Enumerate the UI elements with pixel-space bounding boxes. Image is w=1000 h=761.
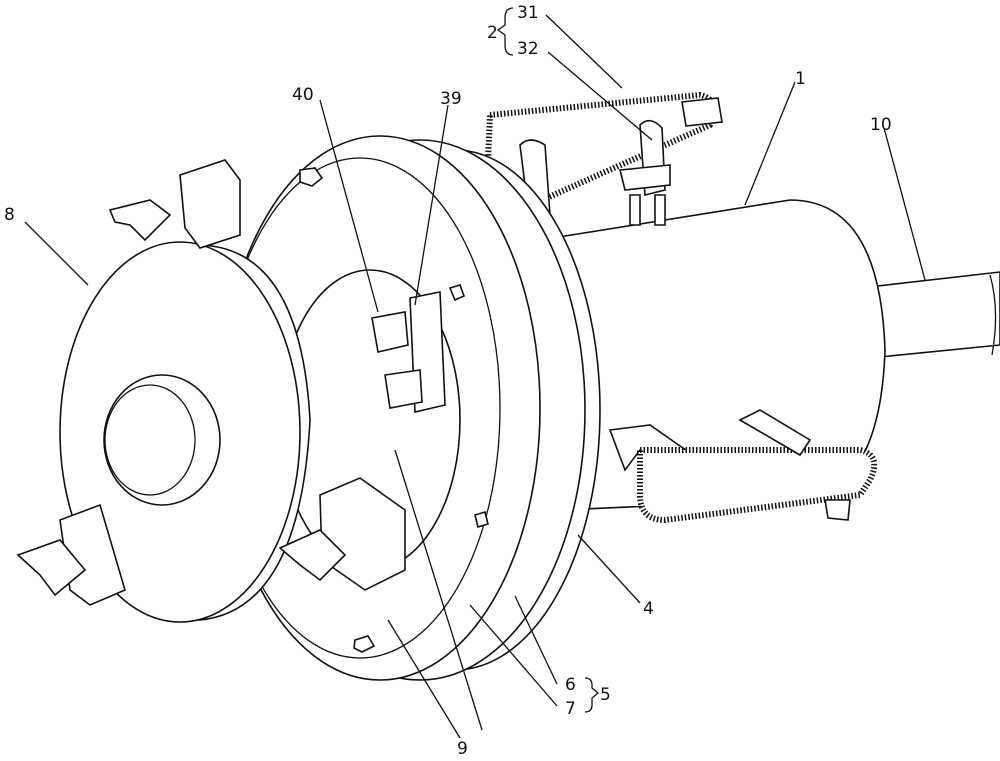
label-1: 1: [795, 69, 806, 89]
brush-block-top: [110, 160, 240, 248]
label-32: 32: [517, 39, 539, 59]
label-2: 2: [487, 23, 498, 43]
label-5: 5: [600, 685, 611, 705]
label-4: 4: [643, 599, 654, 619]
label-40: 40: [292, 85, 314, 105]
label-7: 7: [565, 699, 576, 719]
label-39: 39: [440, 89, 462, 109]
label-8: 8: [4, 205, 15, 225]
label-9: 9: [457, 739, 468, 759]
label-10: 10: [870, 115, 892, 135]
label-6: 6: [565, 675, 576, 695]
label-31: 31: [517, 3, 539, 23]
